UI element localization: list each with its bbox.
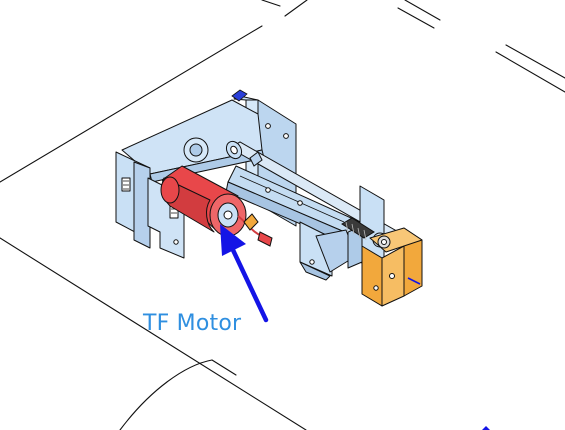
arrow-up-left-icon [220, 224, 269, 323]
corner-mark [482, 426, 490, 430]
lower-right-plate [299, 221, 357, 281]
tf-motor [160, 165, 247, 237]
motor-connector [237, 213, 273, 247]
tf-motor-label: TF Motor [143, 311, 242, 336]
top-tab [231, 89, 248, 102]
orange-bracket [361, 227, 423, 307]
frame-rail [225, 165, 361, 247]
